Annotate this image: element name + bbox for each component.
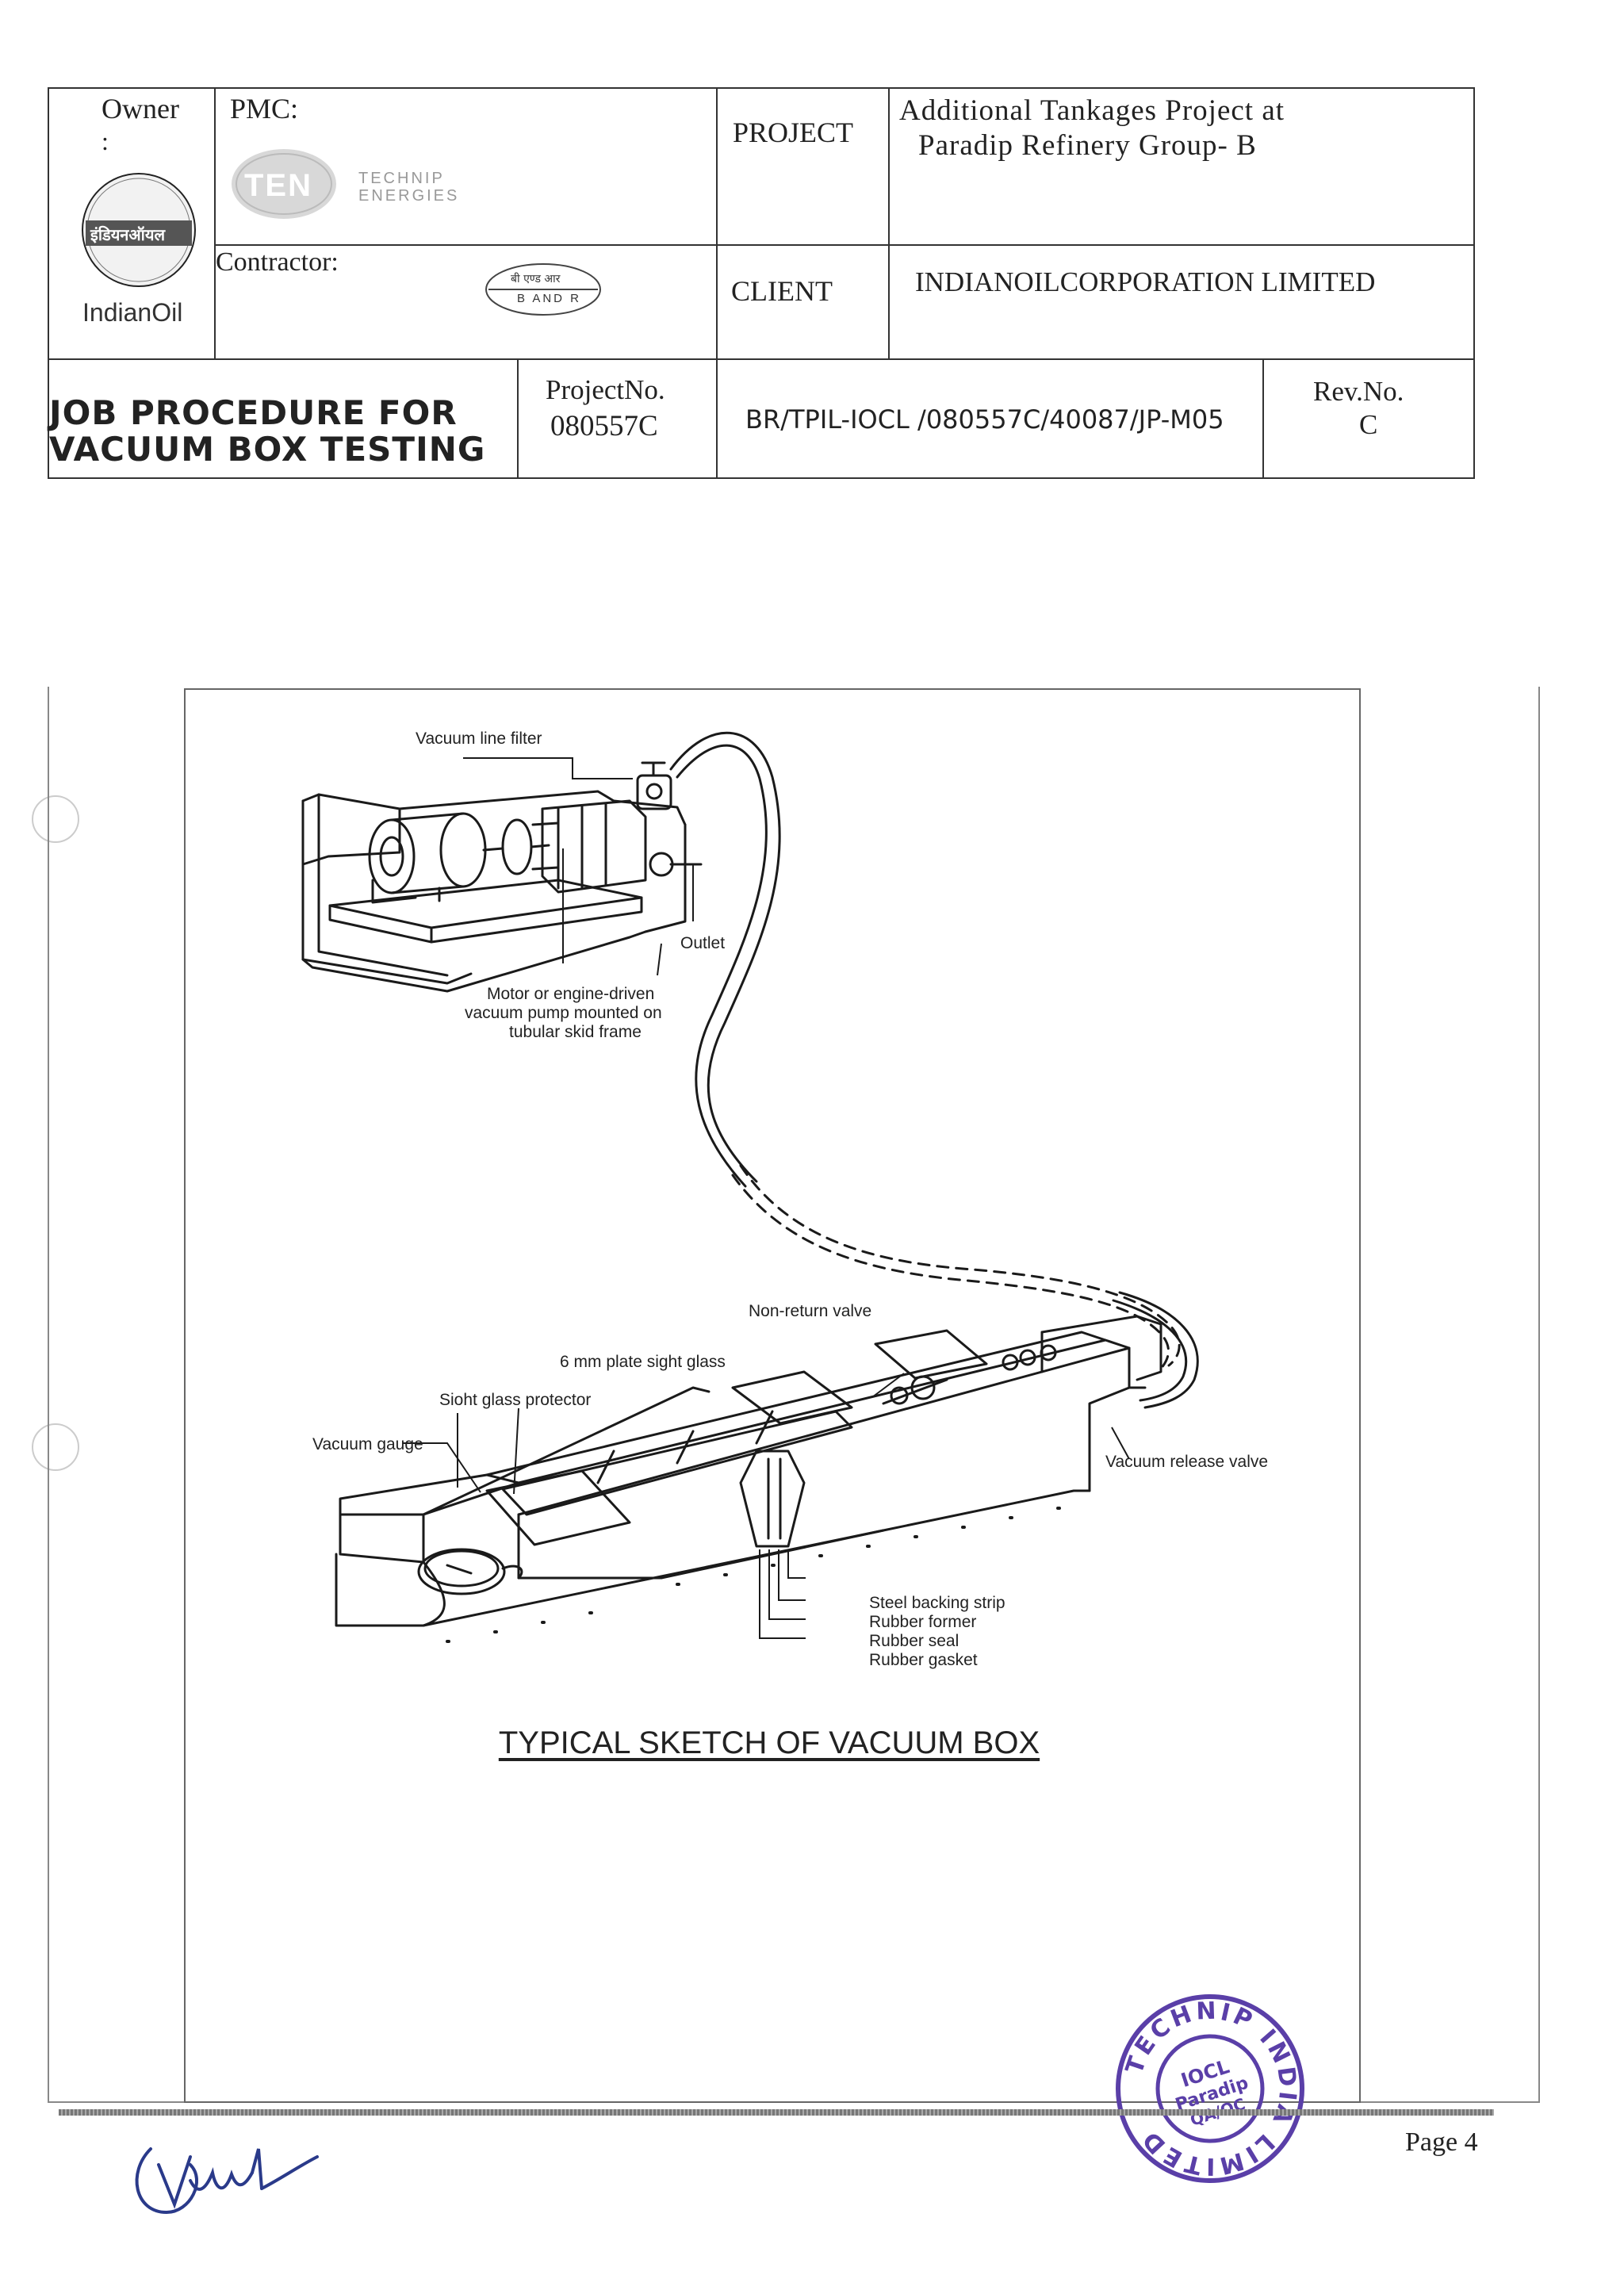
footer-rule xyxy=(59,2109,1494,2116)
label-motor-line1: Motor or engine-driven xyxy=(487,985,655,1003)
indianoil-logo: इंडियनऑयल IndianOil xyxy=(79,159,206,327)
label-rubber-gasket: Rubber gasket xyxy=(869,1651,978,1669)
vacuum-box-sketch xyxy=(301,731,1199,1643)
project-no-label: ProjectNo. xyxy=(546,374,665,405)
contractor-label: Contractor: xyxy=(216,247,339,277)
punch-hole-bottom xyxy=(32,1423,79,1471)
indianoil-logo-hindi: इंडियनऑयल xyxy=(90,225,166,244)
header-table: Owner : इंडियनऑयल IndianOil PMC: TEN TEC… xyxy=(0,0,1624,492)
owner-label: Owner xyxy=(102,93,179,124)
pmc-label: PMC: xyxy=(230,93,299,124)
project-value-line2: Paradip Refinery Group- B xyxy=(918,129,1257,162)
technip-stamp: TECHNIP INDIA LIMITED IOCL Paradip QA/QC xyxy=(1112,1990,1308,2187)
client-value: INDIANOILCORPORATION LIMITED xyxy=(915,266,1376,297)
label-steel-backing-strip: Steel backing strip xyxy=(869,1594,1005,1612)
punch-hole-top xyxy=(32,795,79,843)
project-value-line1: Additional Tankages Project at xyxy=(899,94,1285,127)
signature xyxy=(119,2125,325,2228)
label-vacuum-gauge: Vacuum gauge xyxy=(312,1435,423,1453)
project-label: PROJECT xyxy=(733,117,854,148)
pump-skid-drawing xyxy=(301,731,781,1188)
label-non-return-valve: Non-return valve xyxy=(749,1302,872,1320)
label-outlet: Outlet xyxy=(680,934,726,952)
b-and-r-logo-hindi: बी एण्ड आर xyxy=(511,273,561,285)
technip-energies-line2: ENERGIES xyxy=(358,187,460,205)
technip-energies-line1: TECHNIP xyxy=(358,170,445,187)
rev-label: Rev.No. xyxy=(1313,376,1404,407)
label-rubber-former: Rubber former xyxy=(869,1613,977,1631)
label-rubber-seal: Rubber seal xyxy=(869,1632,959,1650)
indianoil-logo-name: IndianOil xyxy=(82,298,183,327)
b-and-r-logo-name: B AND R xyxy=(517,292,582,305)
label-motor-line2: vacuum pump mounted on xyxy=(465,1004,662,1022)
label-sight-glass-protector: Sioht glass protector xyxy=(439,1391,592,1409)
owner-colon: : xyxy=(102,127,109,155)
client-label: CLIENT xyxy=(731,275,833,307)
document-number: BR/TPIL-IOCL /080557C/40087/JP-M05 xyxy=(745,404,1224,435)
project-no-value: 080557C xyxy=(550,410,658,442)
technip-energies-logo: TEN TECHNIP ENERGIES xyxy=(228,144,457,228)
label-motor-line3: tubular skid frame xyxy=(509,1023,642,1041)
rev-value: C xyxy=(1359,409,1378,440)
figure-caption: TYPICAL SKETCH OF VACUUM BOX xyxy=(498,1725,1040,1760)
document-title-line2: VACUUM BOX TESTING xyxy=(49,430,486,469)
label-sight-glass: 6 mm plate sight glass xyxy=(560,1353,726,1371)
page-number: Page 4 xyxy=(1405,2127,1478,2157)
figure-frame: Vacuum line filter Outlet Motor or engin… xyxy=(184,688,1361,2103)
label-vacuum-release-valve: Vacuum release valve xyxy=(1105,1453,1269,1471)
b-and-r-logo: बी एण्ड आर B AND R xyxy=(484,262,603,317)
document-title: JOB PROCEDURE FOR VACUUM BOX TESTING xyxy=(49,395,517,468)
document-title-line1: JOB PROCEDURE FOR xyxy=(49,393,458,432)
technip-energies-mark: TEN xyxy=(244,168,312,203)
vacuum-box-drawing xyxy=(335,1315,1162,1627)
label-vacuum-line-filter: Vacuum line filter xyxy=(416,730,542,748)
